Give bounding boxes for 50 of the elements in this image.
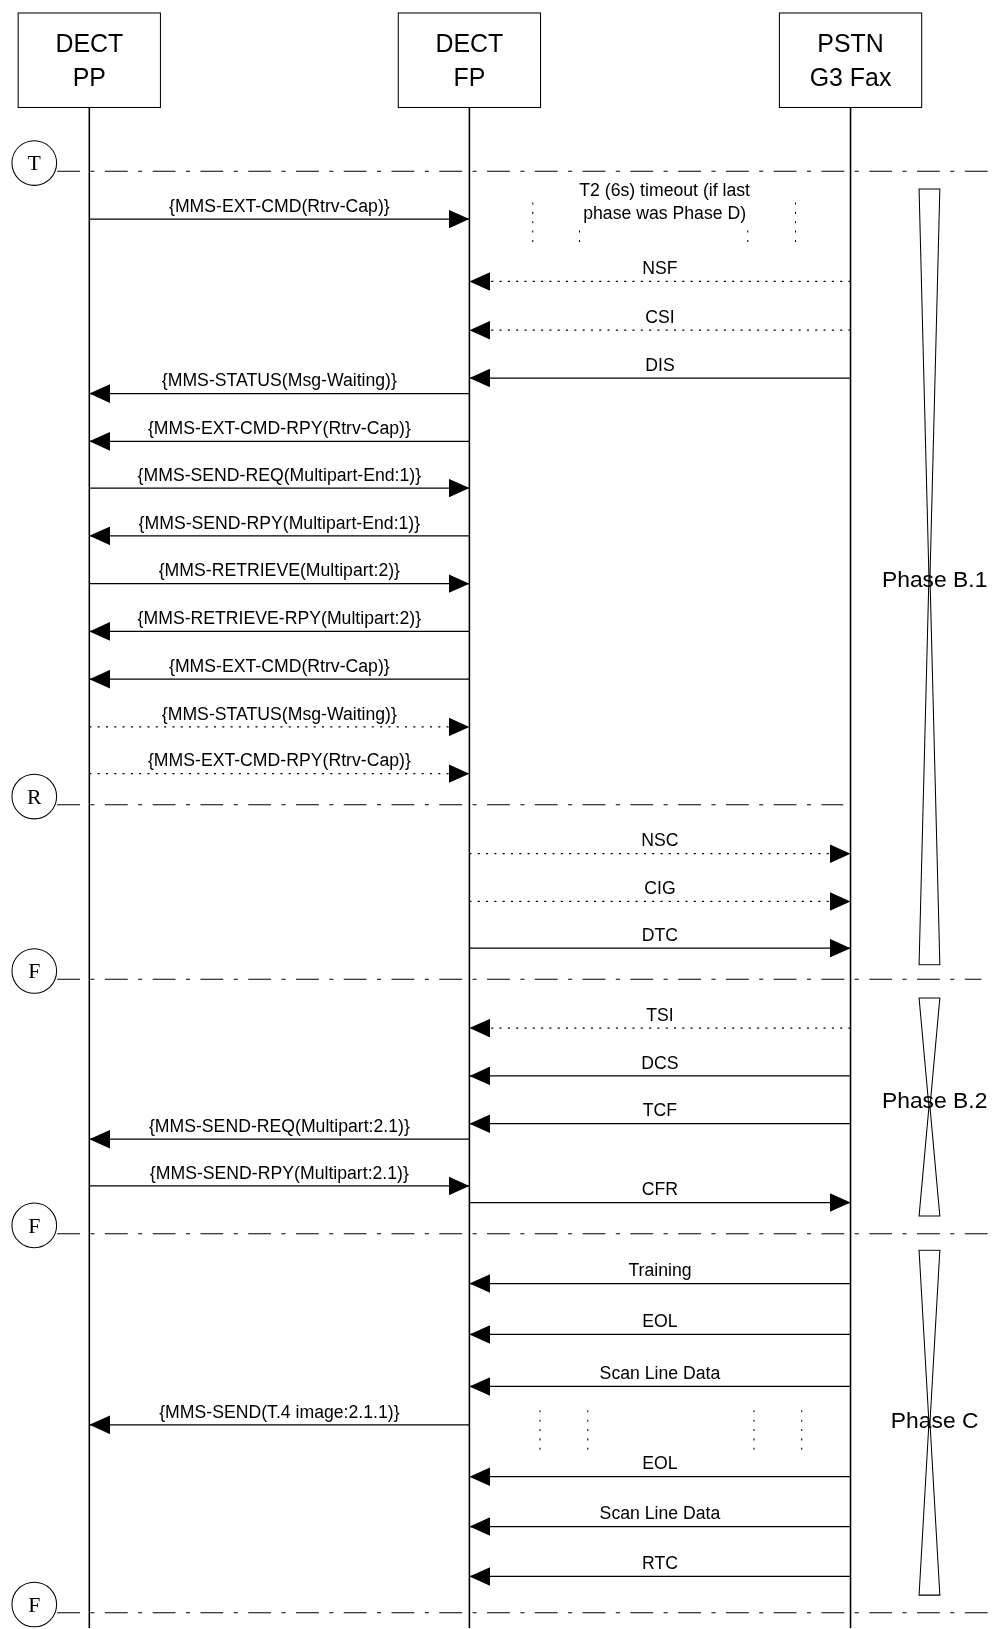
phase-marker-circle: F [11, 1581, 58, 1628]
edge-label: {MMS-SEND-REQ(Multipart:2.1)} [147, 1116, 411, 1137]
message-arrow [468, 1066, 852, 1086]
edge-label: {MMS-RETRIEVE(Multipart:2)} [157, 560, 402, 581]
message-arrow [88, 1129, 471, 1149]
message-arrow [468, 320, 852, 340]
edge-label: {MMS-SEND-RPY(Multipart:2.1)} [148, 1163, 410, 1183]
participant-box: DECT PP [17, 12, 161, 108]
message-arrow [468, 1193, 852, 1212]
message-arrow [88, 669, 471, 689]
message-arrow [468, 1114, 852, 1133]
edge-label: {MMS-STATUS(Msg-Waiting)} [160, 370, 398, 391]
edge-label: {MMS-SEND-REQ(Multipart-End:1)} [136, 465, 423, 485]
phase-marker-circle: T [11, 140, 58, 186]
message-arrow [468, 1274, 852, 1293]
phase-marker-circle: F [11, 948, 58, 994]
message-arrow [88, 622, 471, 641]
message-arrow [468, 844, 852, 863]
message-arrow [468, 1325, 852, 1344]
edge-label: {MMS-EXT-CMD-RPY(Rtrv-Cap)} [146, 750, 412, 771]
message-arrow [88, 478, 471, 498]
edge-label: {MMS-RETRIEVE-RPY(Multipart:2)} [136, 608, 423, 629]
message-arrow [88, 432, 471, 451]
message-arrow [468, 272, 852, 291]
edge-label: {MMS-EXT-CMD(Rtrv-Cap)} [167, 196, 391, 216]
message-arrow [88, 764, 471, 784]
message-arrow [468, 892, 852, 911]
message-arrow [468, 1467, 852, 1487]
message-arrow [468, 1517, 852, 1536]
message-arrow [468, 368, 852, 388]
message-arrow [88, 384, 471, 403]
message-arrow [88, 1176, 471, 1196]
message-arrow [88, 526, 471, 546]
participant-box: DECT FP [397, 12, 542, 108]
phase-marker-circle: F [11, 1202, 58, 1249]
message-arrow [88, 1415, 471, 1435]
message-arrow [468, 1018, 852, 1038]
phase-marker-circle: R [11, 773, 58, 820]
message-arrow [88, 717, 471, 737]
participant-box: PSTN G3 Fax [778, 12, 923, 108]
message-arrow [88, 209, 471, 229]
message-arrow [468, 938, 852, 958]
message-arrow [468, 1567, 852, 1586]
edge-label: {MMS-SEND-RPY(Multipart-End:1)} [137, 513, 422, 533]
message-arrow [88, 574, 471, 593]
message-arrow [468, 1377, 852, 1396]
edge-label: Training [627, 1260, 693, 1281]
edge-label: {MMS-STATUS(Msg-Waiting)} [160, 704, 398, 724]
edge-label: {MMS-EXT-CMD-RPY(Rtrv-Cap)} [146, 418, 412, 439]
edge-label: {MMS-EXT-CMD(Rtrv-Cap)} [167, 656, 391, 677]
